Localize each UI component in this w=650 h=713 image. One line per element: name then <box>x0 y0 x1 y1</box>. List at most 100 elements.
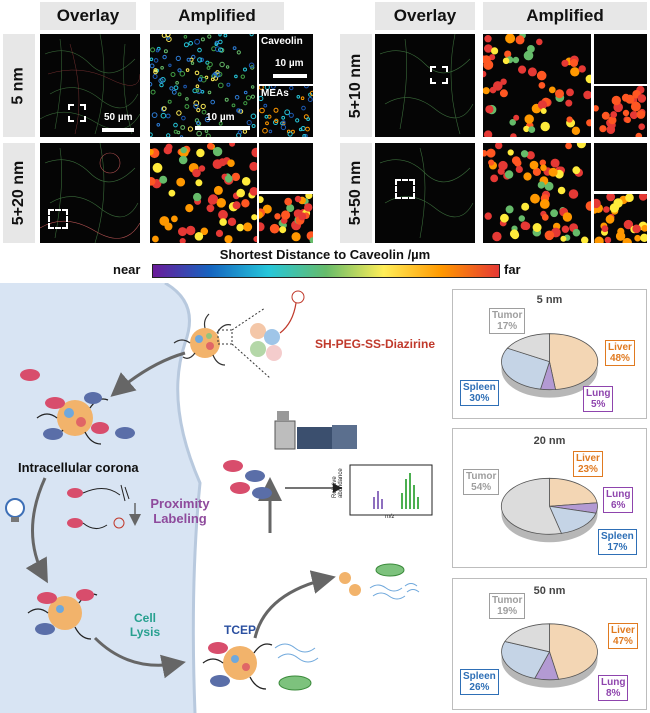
particle <box>495 143 503 150</box>
particle <box>170 72 176 77</box>
particle <box>192 168 201 178</box>
particle <box>560 235 567 242</box>
particle <box>638 123 646 131</box>
particle <box>544 181 554 191</box>
particle <box>173 122 178 128</box>
reagent-label: SH-PEG-SS-Diazirine <box>315 337 436 351</box>
particle-field <box>483 34 591 137</box>
particle <box>606 125 616 135</box>
particle <box>288 112 294 118</box>
particle <box>195 120 201 126</box>
particle <box>566 88 574 97</box>
particle <box>630 101 641 112</box>
particle <box>218 209 228 220</box>
particle <box>259 95 264 102</box>
particle <box>218 82 224 89</box>
particle <box>304 86 309 89</box>
particle <box>540 108 547 114</box>
particle <box>176 110 182 116</box>
pie-slice-tumor <box>506 333 550 363</box>
free-protein <box>115 427 135 439</box>
particle <box>214 46 221 52</box>
particle <box>200 37 205 42</box>
particle <box>509 229 519 239</box>
tcep-arrow <box>253 570 336 639</box>
meas-channel-5-20nm <box>259 194 313 243</box>
particle <box>169 86 174 91</box>
particle <box>505 205 514 214</box>
particle <box>162 54 167 60</box>
particle <box>150 47 156 53</box>
particle <box>234 95 240 100</box>
particle <box>248 62 255 69</box>
particle <box>491 47 499 55</box>
particle <box>284 109 291 116</box>
slice-name: Lung <box>606 489 631 500</box>
free-protein <box>230 482 250 494</box>
particle <box>204 129 209 133</box>
particle <box>305 194 313 200</box>
particle <box>280 124 287 131</box>
particle <box>290 129 295 134</box>
particle <box>180 146 187 154</box>
uptake-arrow <box>110 351 186 397</box>
particle <box>193 103 199 109</box>
row-label-text: 5+10 nm <box>347 53 365 118</box>
particle <box>159 175 168 184</box>
particle <box>548 167 558 177</box>
particle <box>507 149 514 156</box>
particle <box>259 211 263 219</box>
particle <box>206 66 211 70</box>
particle <box>548 86 556 94</box>
particle <box>207 61 213 68</box>
particle <box>604 236 612 243</box>
particle <box>500 213 509 223</box>
particle <box>585 74 591 84</box>
particle <box>249 34 254 37</box>
slice-name: Tumor <box>466 471 497 482</box>
particle <box>515 165 523 173</box>
particle <box>161 34 167 38</box>
particle <box>500 78 507 85</box>
particle <box>194 70 200 76</box>
particle <box>530 193 540 204</box>
particle <box>492 231 502 242</box>
particle <box>583 90 591 100</box>
particle <box>187 126 194 132</box>
particle <box>150 132 153 137</box>
particle <box>488 159 495 166</box>
particle <box>177 68 182 73</box>
particle <box>201 109 207 115</box>
particle <box>295 118 300 123</box>
particle <box>484 212 492 220</box>
selection-box <box>430 66 448 84</box>
colorbar-gradient <box>152 264 500 278</box>
particle <box>523 125 530 133</box>
row-label-5-50nm: 5+50 nm <box>340 143 372 243</box>
particle <box>570 67 580 77</box>
particle <box>511 156 521 165</box>
row-label-text: 5 nm <box>10 66 27 105</box>
particle <box>183 35 188 39</box>
cell-texture <box>40 34 140 135</box>
particle <box>218 39 223 45</box>
particle <box>512 56 520 64</box>
particle <box>194 232 204 241</box>
particle <box>537 181 545 189</box>
scale-bar <box>102 128 134 132</box>
particle <box>207 143 214 150</box>
particle <box>153 69 158 75</box>
particle <box>219 218 227 226</box>
meas-channel-5-10nm <box>594 86 647 137</box>
particle <box>210 99 216 105</box>
zoom-lines <box>231 307 271 379</box>
particle <box>158 78 164 84</box>
particle <box>586 119 591 127</box>
scale-label: 10 µm <box>206 112 235 123</box>
slice-name: Spleen <box>463 671 496 682</box>
particle <box>181 115 186 121</box>
